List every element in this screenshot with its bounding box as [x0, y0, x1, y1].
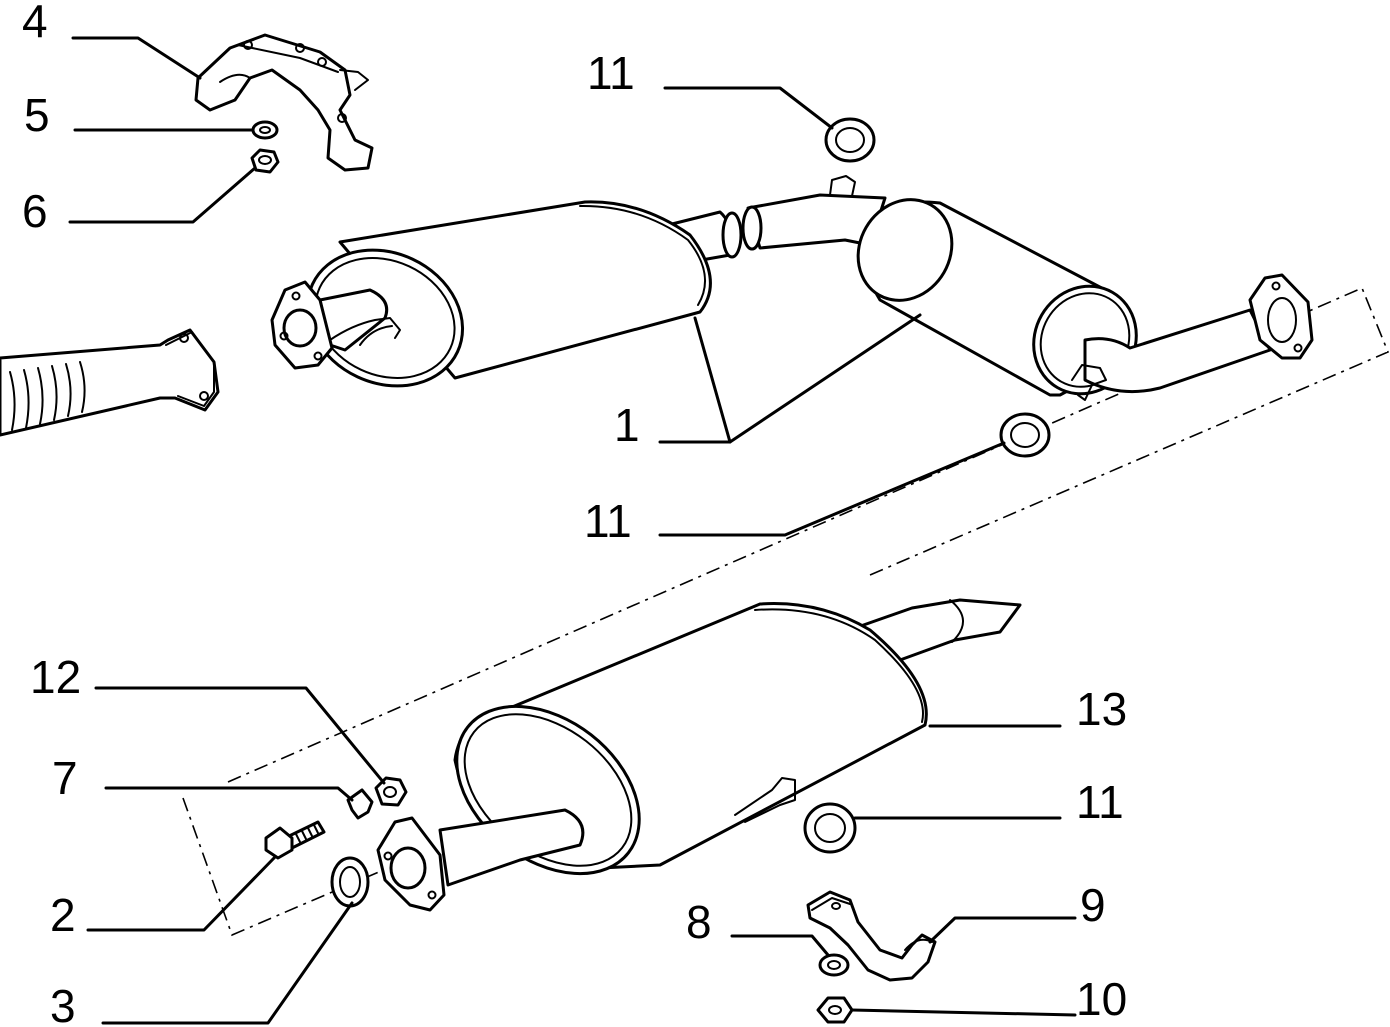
gasket-part-3	[330, 856, 370, 908]
rear-muffler-part-13	[376, 598, 1022, 912]
nut-part-12	[374, 776, 408, 807]
nut-part-6	[250, 148, 280, 174]
callout-12: 12	[30, 651, 81, 703]
callout-11-middle: 11	[584, 495, 632, 547]
callout-11-bottom: 11	[1076, 776, 1124, 828]
callout-3: 3	[50, 980, 76, 1027]
rear-intermediate-muffler	[741, 175, 1314, 401]
callout-labels: 4 5 6 11 1 11 12 7 2 3 13 11 8 9 10	[22, 0, 1127, 1027]
washer-part-5	[251, 120, 279, 140]
leader-lines	[68, 36, 1077, 1025]
washer-part-8	[818, 953, 850, 977]
callout-6: 6	[22, 185, 48, 237]
central-muffler	[270, 200, 743, 388]
gasket-part-11-middle	[999, 412, 1051, 458]
gasket-part-11-bottom	[803, 802, 857, 854]
washer-part-7	[346, 788, 374, 820]
callout-1: 1	[614, 399, 640, 451]
callout-11-top: 11	[587, 47, 635, 99]
gasket-part-11-top	[824, 117, 876, 163]
bolt-part-2	[264, 820, 326, 860]
callout-5: 5	[24, 89, 50, 141]
front-flex-pipe	[0, 328, 220, 437]
nut-part-10	[816, 996, 854, 1024]
callout-9: 9	[1080, 879, 1106, 931]
callout-13: 13	[1076, 683, 1127, 735]
assembly-boundary	[182, 286, 1390, 937]
callout-8: 8	[686, 896, 712, 948]
callout-10: 10	[1076, 973, 1127, 1025]
callout-7: 7	[52, 752, 78, 804]
bracket-part-4	[194, 33, 374, 172]
callout-4: 4	[22, 0, 48, 47]
bracket-part-9	[806, 890, 937, 982]
callout-2: 2	[50, 889, 76, 941]
